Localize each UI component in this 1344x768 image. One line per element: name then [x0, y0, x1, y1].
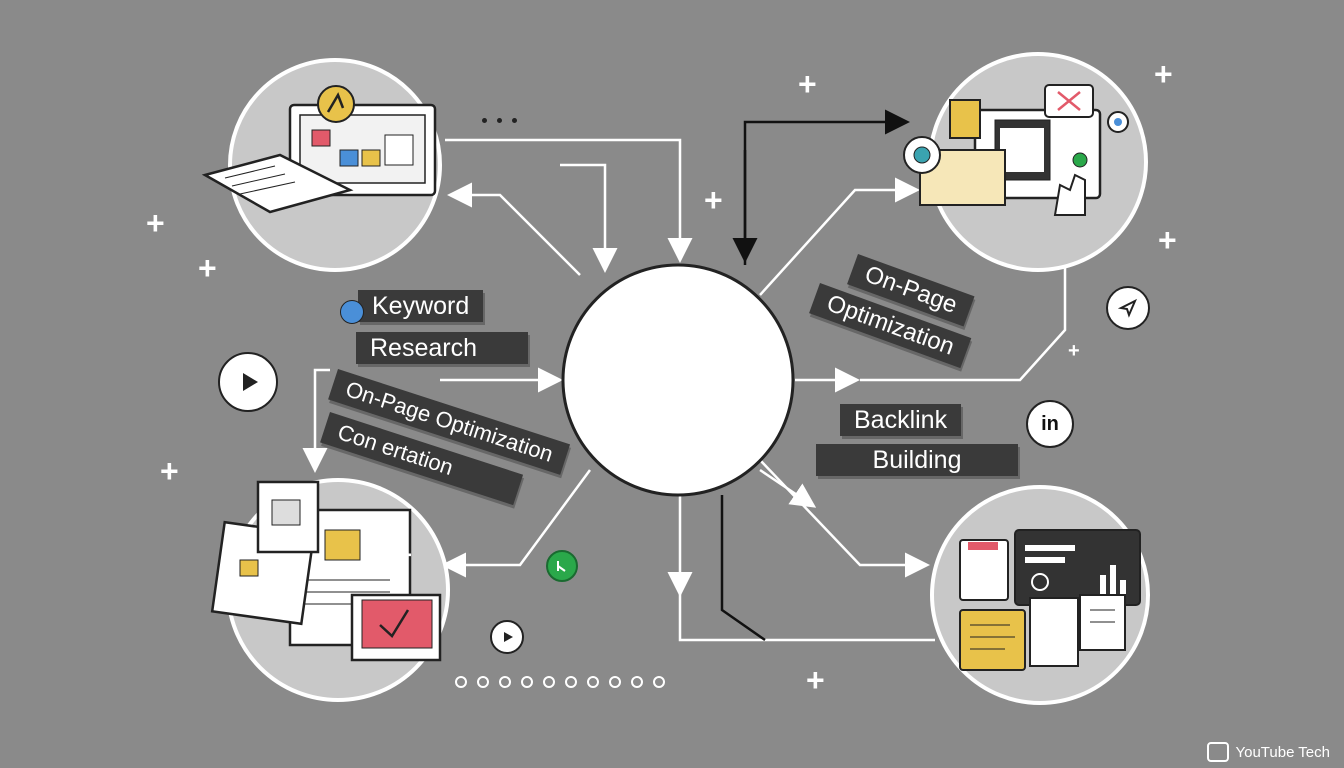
watermark: YouTube Tech: [1207, 742, 1330, 762]
plus-icon: +: [398, 542, 413, 569]
plus-icon: +: [146, 205, 165, 241]
connector-mid-to-hub: [560, 163, 618, 273]
send-button[interactable]: [1106, 286, 1150, 330]
tablet-node: [903, 52, 1148, 272]
plus-icon: +: [198, 250, 217, 286]
pagination-dots: [455, 676, 665, 688]
tablet-icon: [903, 84, 1129, 216]
connector-top-to-hub: [445, 138, 693, 263]
connector-dark-bottom: [720, 495, 766, 642]
label-keyword: Keyword: [358, 290, 484, 322]
central-hub: [561, 263, 795, 497]
connector-onpage-node-loop: [860, 265, 1067, 382]
connectors: [302, 138, 1067, 642]
watermark-text: YouTube Tech: [1235, 743, 1330, 761]
documents-node: [210, 478, 450, 702]
label-backlink-line2: Building: [872, 446, 962, 474]
linkedin-button[interactable]: in: [1026, 400, 1074, 448]
connector-bottom-to-backlink-node: [678, 590, 935, 642]
documents-icon: [210, 480, 442, 662]
laptop-icon: [201, 85, 437, 214]
play-button-small[interactable]: [490, 620, 524, 654]
plus-icon: +: [798, 66, 817, 102]
dashboard-node: [930, 485, 1150, 705]
send-icon: [1118, 298, 1137, 318]
connector-hub-to-content-node: [441, 469, 592, 578]
ellipsis-dots: [482, 118, 517, 123]
connector-hub-to-onpage-node: [759, 177, 920, 296]
laptop-node: [201, 58, 442, 272]
label-building: Building: [816, 444, 1018, 476]
label-keyword-line1: Keyword: [372, 292, 470, 320]
play-icon: [503, 632, 513, 642]
connector-hub-small: [759, 468, 817, 508]
label-research-line1: Research: [370, 334, 477, 362]
plus-icon: +: [1154, 56, 1173, 92]
connector-dark-top: [743, 109, 910, 265]
watermark-logo-icon: [1207, 742, 1230, 762]
refresh-icon: [340, 300, 364, 324]
plus-icon: +: [806, 662, 825, 698]
dashboard-icon: [959, 529, 1141, 671]
connectors-dark: [720, 109, 910, 642]
connector-hub-to-keyword-node: [447, 182, 581, 276]
play-button[interactable]: [218, 352, 278, 412]
plus-icon: +: [1068, 340, 1080, 362]
connector-to-content-node: [302, 368, 330, 473]
label-backlink: Backlink: [840, 404, 962, 436]
plus-icon: +: [704, 182, 723, 218]
plus-icon: +: [160, 453, 179, 489]
linkedin-icon: in: [1041, 412, 1059, 435]
cursor-badge[interactable]: [546, 550, 578, 582]
label-research: Research: [356, 332, 528, 364]
plus-icon: +: [1158, 222, 1177, 258]
cursor-icon: [557, 561, 566, 572]
label-backlink-line1: Backlink: [854, 406, 948, 434]
play-icon: [242, 373, 258, 391]
